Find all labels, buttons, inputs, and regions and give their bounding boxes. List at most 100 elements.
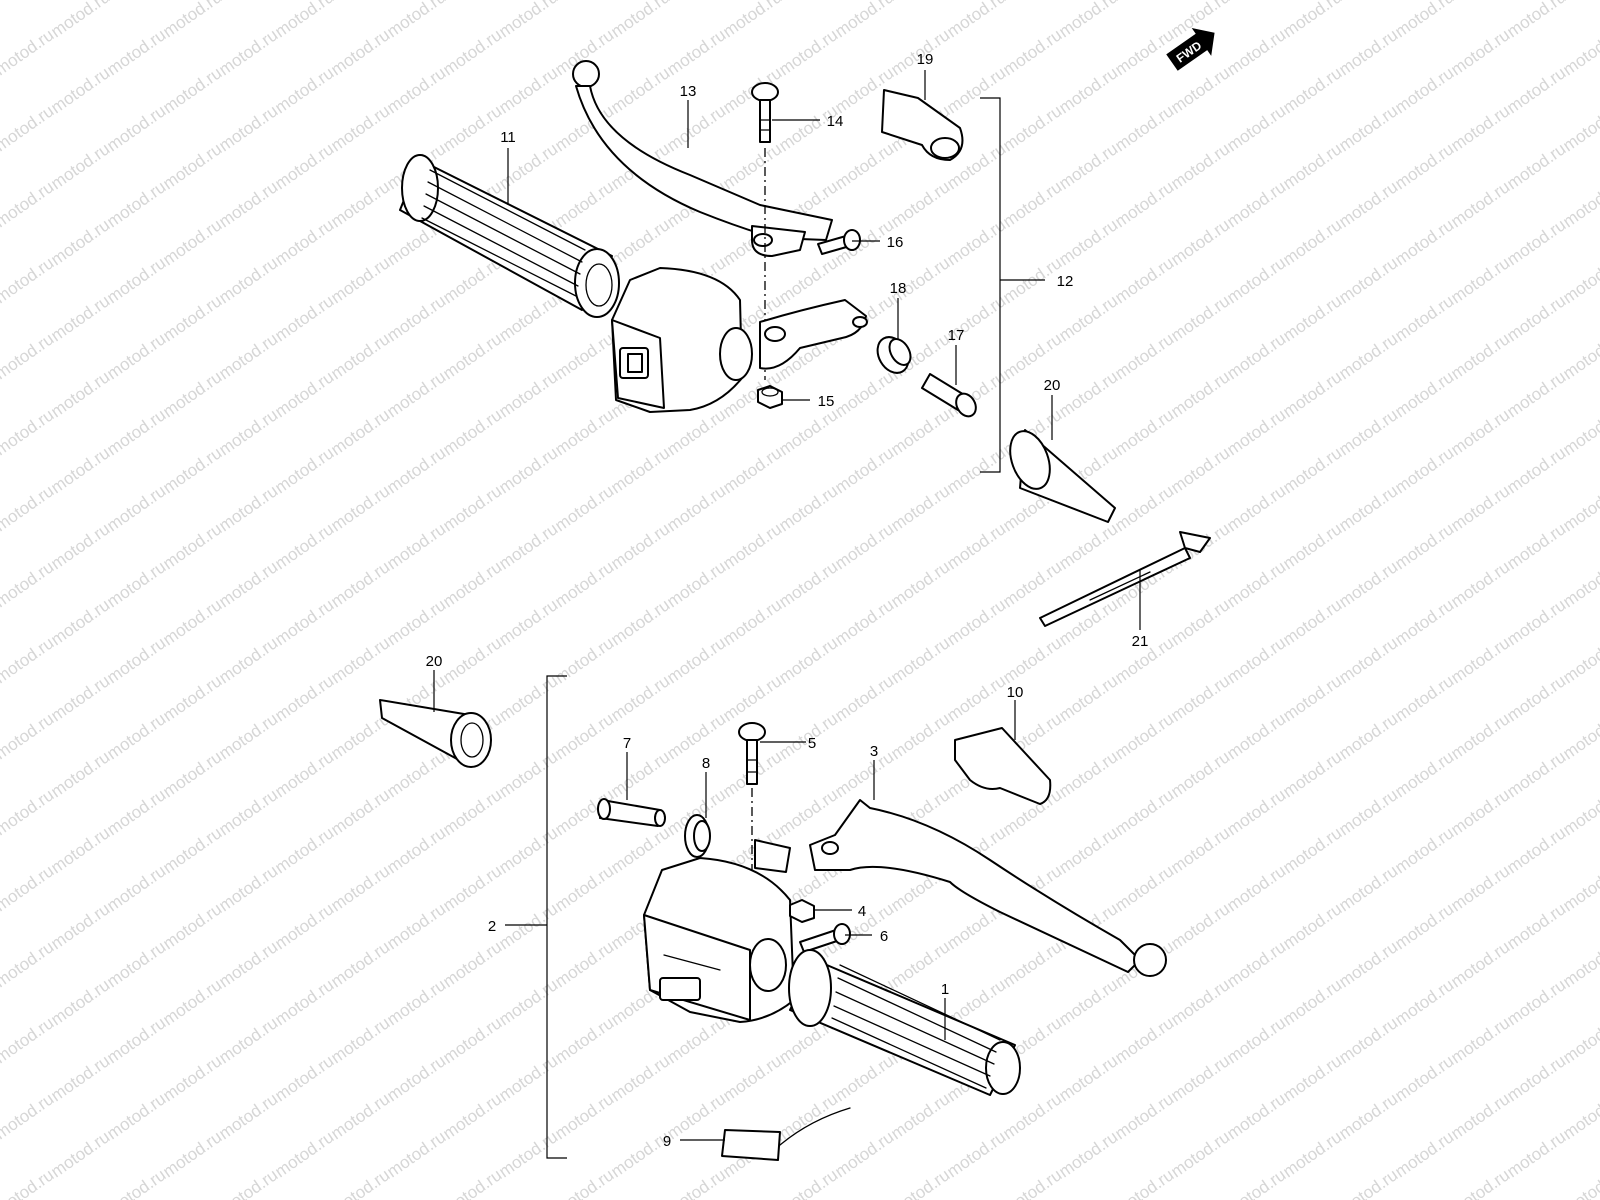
watermark-text: motod.ru <box>1335 557 1401 611</box>
watermark-text: motod.ru <box>943 595 1009 649</box>
watermark-text: motod.ru <box>383 1127 449 1181</box>
watermark-text: motod.ru <box>1391 747 1457 801</box>
watermark-text: motod.ru <box>1391 975 1457 1029</box>
watermark-text: motod.ru <box>1335 101 1401 155</box>
watermark-text: motod.ru <box>159 975 225 1029</box>
watermark-text: motod.ru <box>1223 785 1289 839</box>
watermark-text: motod.ru <box>439 861 505 915</box>
watermark-text: motod.ru <box>551 557 617 611</box>
watermark-text: motod.ru <box>719 139 785 193</box>
watermark-text: motod.ru <box>47 975 113 1029</box>
watermark-text: motod.ru <box>1335 937 1401 991</box>
bolt-pivot-upper <box>751 82 779 143</box>
watermark-text: motod.ru <box>495 823 561 877</box>
watermark-text: motod.ru <box>775 481 841 535</box>
watermark-text: motod.ru <box>1447 709 1513 763</box>
watermark-text: motod.ru <box>383 595 449 649</box>
watermark-text: motod.ru <box>439 1013 505 1067</box>
watermark-text: motod.ru <box>159 0 225 41</box>
watermark-text: motod.ru <box>1503 1051 1569 1105</box>
callout-15: 15 <box>818 393 835 410</box>
watermark-text: motod.ru <box>607 747 673 801</box>
watermark-text: motod.ru <box>663 557 729 611</box>
callout-21: 21 <box>1132 633 1149 650</box>
watermark-text: motod.ru <box>103 557 169 611</box>
watermark-text: motod.ru <box>1279 291 1345 345</box>
watermark-text: motod.ru <box>47 747 113 801</box>
watermark-text: motod.ru <box>1335 481 1401 535</box>
watermark-text: motod.ru <box>495 1051 561 1105</box>
watermark-text: motod.ru <box>1503 0 1569 41</box>
watermark-text: motod.ru <box>439 405 505 459</box>
watermark-text: motod.ru <box>1223 861 1289 915</box>
watermark-text: motod.ru <box>999 937 1065 991</box>
watermark-text: motod.ru <box>1223 1013 1289 1067</box>
watermark-text: motod.ru <box>1111 329 1177 383</box>
watermark-text: motod.ru <box>887 1165 953 1200</box>
watermark-text: motod.ru <box>887 557 953 611</box>
watermark-text: motod.ru <box>215 253 281 307</box>
callout-8: 8 <box>702 755 710 772</box>
watermark-text: motod.ru <box>1111 709 1177 763</box>
watermark-text: motod.ru <box>663 101 729 155</box>
watermark-text: motod.ru <box>215 177 281 231</box>
watermark-text: motod.ru <box>1167 367 1233 421</box>
watermark-text: motod.ru <box>1447 329 1513 383</box>
watermark-text: motod.ru <box>0 177 57 231</box>
watermark-text: motod.ru <box>159 823 225 877</box>
watermark-text: motod.ru <box>943 443 1009 497</box>
watermark-text: motod.ru <box>215 25 281 79</box>
watermark-text: motod.ru <box>1223 25 1289 79</box>
watermark-text: motod.ru <box>1559 557 1600 611</box>
adjuster-nut-lower <box>684 814 711 858</box>
watermark-text: motod.ru <box>327 0 393 3</box>
watermark-text: motod.ru <box>999 101 1065 155</box>
watermark-text: motod.ru <box>551 0 617 3</box>
watermark-text: motod.ru <box>1167 215 1233 269</box>
watermark-text: motod.ru <box>1335 329 1401 383</box>
watermark-text: motod.ru <box>1391 63 1457 117</box>
watermark-text: motod.ru <box>1223 405 1289 459</box>
watermark-text: motod.ru <box>327 1089 393 1143</box>
watermark-text: motod.ru <box>439 1089 505 1143</box>
watermark-text: motod.ru <box>1391 823 1457 877</box>
forward-arrow-icon <box>1166 28 1215 71</box>
watermark-text: motod.ru <box>887 1089 953 1143</box>
watermark-text: motod.ru <box>719 443 785 497</box>
watermark-text: motod.ru <box>1503 671 1569 725</box>
watermark-text: motod.ru <box>775 633 841 687</box>
watermark-text: motod.ru <box>271 1127 337 1181</box>
watermark-text: motod.ru <box>999 0 1065 3</box>
watermark-text: motod.ru <box>215 785 281 839</box>
watermark-text: motod.ru <box>327 633 393 687</box>
watermark-text: motod.ru <box>327 25 393 79</box>
watermark-text: motod.ru <box>1111 1089 1177 1143</box>
watermark-text: motod.ru <box>495 1127 561 1181</box>
bracket-2 <box>546 675 567 1159</box>
watermark-text: motod.ru <box>1559 177 1600 231</box>
watermark-text: motod.ru <box>1279 519 1345 573</box>
watermark-text: motod.ru <box>1447 937 1513 991</box>
watermark-text: motod.ru <box>1335 1165 1401 1200</box>
watermark-text: motod.ru <box>1111 1165 1177 1200</box>
watermark-text: motod.ru <box>159 215 225 269</box>
watermark-text: motod.ru <box>1055 367 1121 421</box>
watermark-text: motod.ru <box>0 253 57 307</box>
lever-lower <box>809 799 1167 977</box>
watermark-text: motod.ru <box>103 329 169 383</box>
watermark-text: motod.ru <box>383 0 449 41</box>
watermark-text: motod.ru <box>103 861 169 915</box>
watermark-text: motod.ru <box>1279 443 1345 497</box>
watermark-text: motod.ru <box>1447 101 1513 155</box>
watermark-text: motod.ru <box>439 329 505 383</box>
bracket-12 <box>980 97 1001 473</box>
watermark-text: motod.ru <box>551 937 617 991</box>
lever-cover-lower <box>954 727 1052 805</box>
watermark-text: motod.ru <box>271 671 337 725</box>
watermark-text: motod.ru <box>551 633 617 687</box>
watermark-text: motod.ru <box>215 633 281 687</box>
watermark-text: motod.ru <box>159 139 225 193</box>
watermark-text: motod.ru <box>1447 25 1513 79</box>
watermark-text: motod.ru <box>383 975 449 1029</box>
watermark-text: motod.ru <box>103 1013 169 1067</box>
